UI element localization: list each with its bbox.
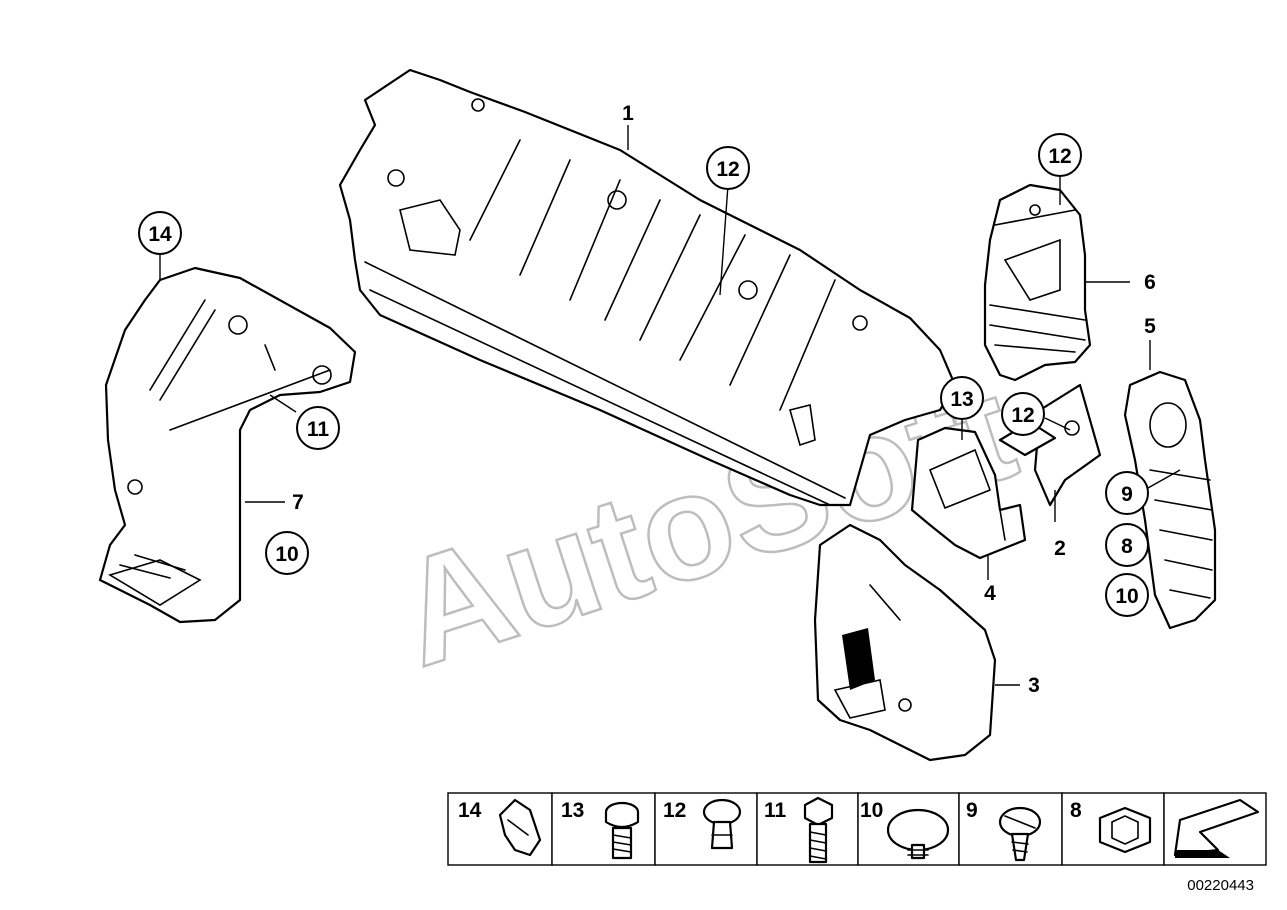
clip-nut-8-icon	[1098, 806, 1152, 854]
svg-text:10: 10	[1115, 585, 1138, 608]
legend-cell-13	[551, 792, 656, 866]
callout-8: 8	[1105, 523, 1149, 567]
part-5-shield	[1123, 370, 1217, 630]
svg-text:12: 12	[1011, 404, 1034, 427]
part-7-bracket-shield	[98, 266, 357, 624]
callout-14: 14	[138, 211, 182, 255]
svg-text:12: 12	[716, 158, 739, 181]
callout-3: 3	[1028, 674, 1040, 697]
legend-label-8: 8	[1070, 799, 1082, 822]
legend-label-14: 14	[458, 799, 482, 822]
svg-text:8: 8	[1121, 535, 1133, 558]
svg-text:10: 10	[275, 543, 298, 566]
hex-bolt-11-icon	[803, 796, 834, 864]
callout-1: 1	[622, 102, 634, 125]
document-number: 00220443	[1187, 877, 1254, 894]
callout-2: 2	[1054, 537, 1066, 560]
svg-text:14: 14	[148, 223, 172, 246]
svg-text:13: 13	[950, 388, 973, 411]
legend-label-13: 13	[561, 799, 584, 822]
legend-label-9: 9	[966, 799, 978, 822]
callout-11: 11	[296, 406, 340, 450]
callout-7: 7	[292, 491, 304, 514]
callout-6: 6	[1144, 271, 1156, 294]
leader-lines	[159, 125, 1181, 686]
rivet-12-icon	[702, 798, 742, 850]
torx-bolt-13-icon	[604, 801, 640, 860]
plastic-screw-9-icon	[998, 806, 1042, 862]
callout-12-upper-right: 12	[1038, 133, 1082, 177]
callout-4: 4	[984, 582, 996, 605]
clip-14-icon	[498, 798, 542, 857]
push-clip-10-icon	[886, 808, 950, 860]
svg-text:9: 9	[1121, 483, 1133, 506]
part-3-shield	[813, 523, 997, 762]
callout-12-right: 12	[1001, 392, 1045, 436]
legend-strip: 14 13 12 11 10 9 8	[447, 792, 1267, 866]
legend-label-11: 11	[764, 799, 787, 822]
legend-label-10: 10	[860, 799, 883, 822]
legend-label-12: 12	[663, 799, 686, 822]
svg-text:11: 11	[307, 418, 330, 441]
callout-5: 5	[1144, 315, 1156, 338]
callout-9: 9	[1105, 471, 1149, 515]
direction-arrow-icon	[1173, 798, 1260, 858]
callout-13: 13	[940, 376, 984, 420]
callout-10-right: 10	[1105, 573, 1149, 617]
part-1-heat-shield	[338, 68, 957, 507]
callout-12-center: 12	[706, 146, 750, 190]
svg-text:12: 12	[1048, 145, 1071, 168]
part-4-bracket	[910, 426, 1027, 560]
part-6-shield	[983, 183, 1092, 382]
callout-10-left: 10	[265, 531, 309, 575]
